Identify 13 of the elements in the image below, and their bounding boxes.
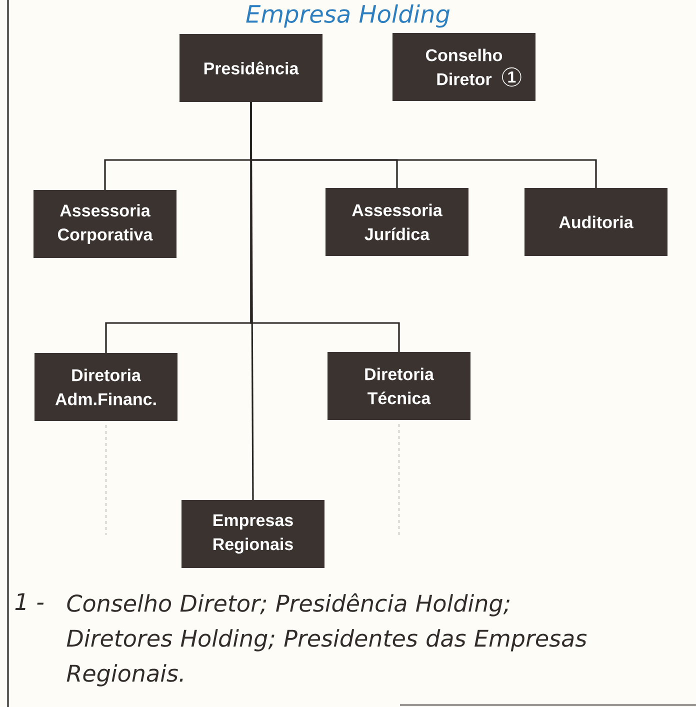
footnote-text: Conselho Diretor; Presidência Holding; Diretores Holding; Presidentes das Empresas Regionais. xyxy=(66,593,587,686)
org-box: Presidência xyxy=(180,34,322,102)
org-box: Assessoria Corporativa xyxy=(34,190,176,258)
org-box: Empresas Regionais xyxy=(182,500,324,568)
org-box: Diretoria Técnica xyxy=(328,352,470,420)
footnote-number: 1 - xyxy=(15,593,44,610)
org-box: Auditoria xyxy=(524,188,668,256)
dashed-line xyxy=(398,424,400,536)
connector-line xyxy=(250,102,254,500)
circled-number: 1 xyxy=(502,67,522,87)
org-box: Assessoria Jurídica xyxy=(326,188,468,256)
org-box: Diretoria Adm.Financ. xyxy=(34,353,178,421)
title: Empresa Holding xyxy=(246,4,450,28)
